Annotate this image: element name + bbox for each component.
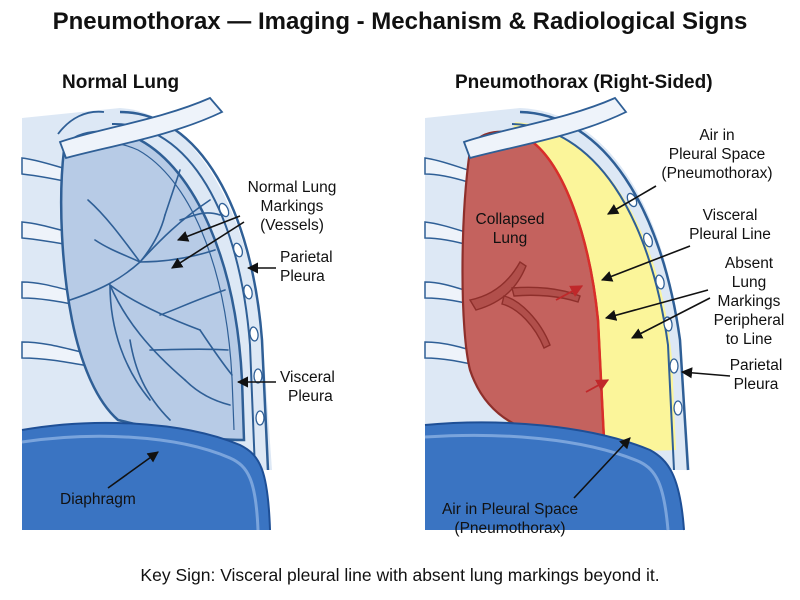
visceral-pleural-line (529, 138, 606, 441)
clavicle (58, 96, 224, 160)
key-sign-footer: Key Sign: Visceral pleural line with abs… (140, 565, 660, 585)
label-normal-lung-markings: Normal Lung Markings (Vessels) (247, 179, 337, 234)
ptx-red-markers (555, 285, 610, 393)
pneumothorax-title: Pneumothorax (Right-Sided) (455, 72, 713, 93)
label-air-pleural-space-top: Air in Pleural Space (Pneumothorax) (661, 127, 773, 182)
label-visceral-pleura-normal: Visceral Pleura (280, 369, 335, 405)
chest-wall-ovals (218, 202, 265, 426)
label-visceral-pleural-line: Visceral Pleural Line (689, 207, 771, 243)
label-diaphragm: Diaphragm (60, 491, 136, 508)
label-collapsed-lung: Collapsed Lung (475, 211, 545, 247)
lung-vessels (69, 169, 233, 421)
pneumothorax-panel (424, 96, 731, 531)
label-absent-lung-markings: Absent Lung Markings Peripheral to Line (713, 255, 785, 348)
normal-lung-title: Normal Lung (62, 72, 180, 93)
ptx-chest-wall-ovals (626, 192, 683, 416)
page-title: Pneumothorax — Imaging - Mechanism & Rad… (52, 8, 748, 35)
label-parietal-pleura-ptx: Parietal Pleura (729, 357, 783, 393)
label-parietal-pleura-normal: Parietal Pleura (280, 249, 333, 285)
normal-lung-panel (21, 96, 276, 531)
ptx-pointers (573, 185, 731, 499)
collapsed-lung-bronchi (468, 260, 581, 349)
normal-pointers (107, 215, 276, 489)
label-air-pleural-space-bottom: Air in Pleural Space (Pneumothorax) (441, 501, 579, 537)
